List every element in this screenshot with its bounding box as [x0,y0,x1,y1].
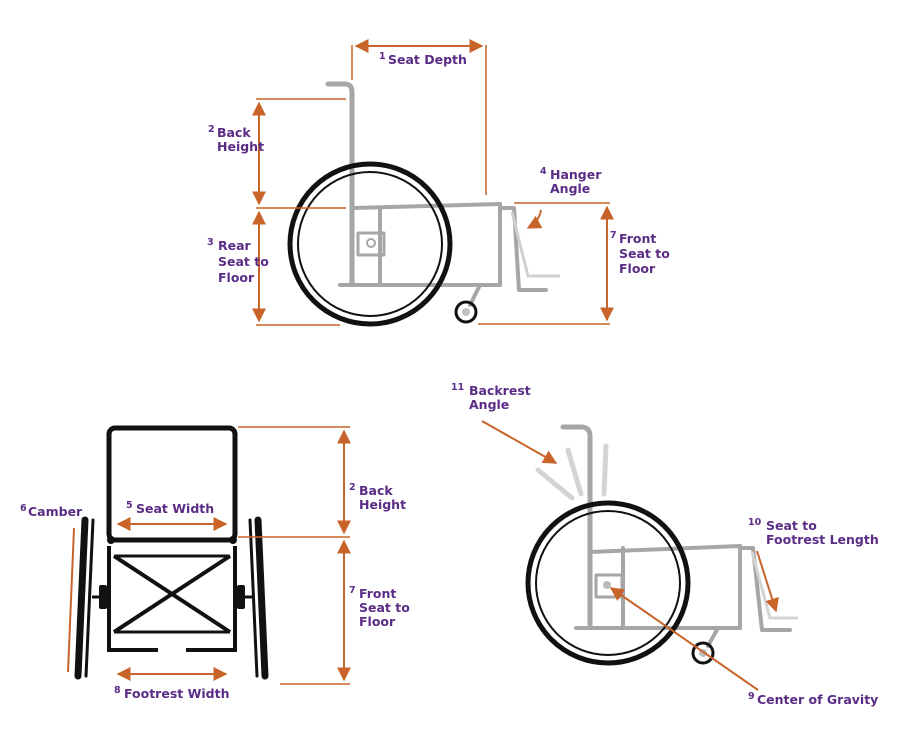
label-line: Seat Width [136,501,214,516]
label-line: Height [217,139,264,154]
label-line: Front [619,231,656,246]
label-line: Front [359,586,396,601]
left-wheel-front [74,516,89,680]
front-view-measurements [67,426,351,685]
label-number: 11 [451,382,464,393]
axle-icon [366,238,376,248]
rear-wheel-side [287,161,453,327]
side-view-measurements [252,39,614,326]
label-number: 2 [349,482,356,493]
label-line: Height [359,497,406,512]
tilted-side-view-wheelchair [525,424,798,666]
right-wheel-front [254,516,269,680]
label-line: Back [217,125,251,140]
label-number: 3 [207,237,214,248]
label-line: Seat to [619,246,670,261]
front-view-wheelchair [74,425,269,680]
rear-wheel-tilted [525,500,691,666]
label-number: 10 [748,517,762,528]
label-line: Hanger [550,167,602,182]
label-line: Backrest [469,383,531,398]
label-line: Angle [469,397,509,412]
label-number: 1 [379,51,386,62]
label-line: Floor [218,270,255,285]
label-line: Seat to [359,600,410,615]
label-line: Floor [359,614,396,629]
label-line: Seat to [218,254,269,269]
label-number: 8 [114,685,121,696]
label-number: 7 [610,230,617,241]
label-number: 7 [349,585,356,596]
label-line: Center of Gravity [757,692,878,707]
side-view-wheelchair [287,81,560,327]
label-line: Camber [28,504,83,519]
label-number: 4 [540,166,547,177]
label-line: Seat Depth [388,52,467,67]
label-number: 9 [748,691,755,702]
cog-axle-icon [603,581,611,589]
label-line: Seat to [766,518,817,533]
label-line: Floor [619,261,656,276]
label-number: 6 [20,503,27,514]
label-line: Back [359,483,393,498]
label-line: Footrest Length [766,532,879,547]
label-line: Rear [218,238,252,253]
label-number: 5 [126,500,133,511]
tilted-view-measurements [481,420,779,691]
label-number: 2 [208,124,215,135]
label-line: Footrest Width [124,686,230,701]
label-line: Angle [550,181,590,196]
